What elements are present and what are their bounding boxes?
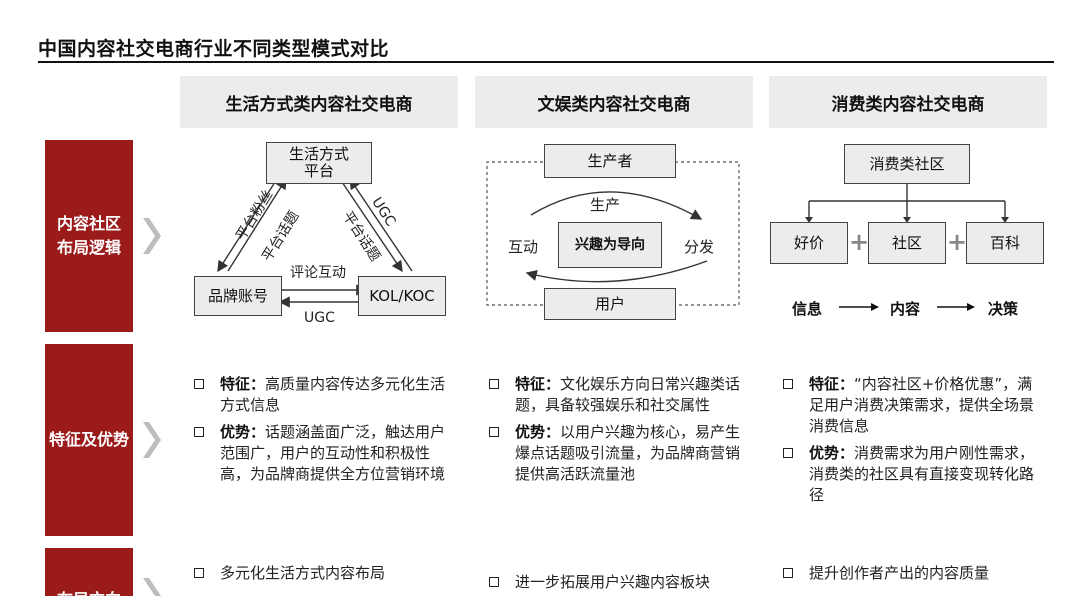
checkbox-square-icon	[489, 577, 499, 587]
flow-decision: 决策	[988, 300, 1019, 318]
row-label-line: 布局方向	[57, 588, 121, 596]
interest-oriented-box: 兴趣为导向	[558, 222, 662, 268]
features-consumption: 特征：“内容社区+价格优惠”，满足用户消费决策需求，提供全场景消费信息 优势：消…	[783, 374, 1045, 512]
row-label-line: 布局逻辑	[56, 238, 121, 257]
ugc-bottom-label: UGC	[304, 310, 335, 326]
checkbox-square-icon	[489, 427, 499, 437]
row-label-features: 特征及优势	[45, 344, 133, 536]
checkbox-square-icon	[194, 568, 204, 578]
list-item: 优势：话题涵盖面广泛，触达用户范围广，用户的互动性和积极性高，为品牌商提供全方位…	[194, 422, 456, 485]
direction-entertainment: 进一步拓展用户兴趣内容板块	[489, 572, 751, 596]
checkbox-square-icon	[783, 448, 793, 458]
list-item: 多元化生活方式内容布局	[194, 563, 456, 584]
good-price-box: 好价	[770, 222, 848, 264]
feature-text: 以用户兴趣为核心，易产生爆点话题吸引流量，为品牌商营销提供高活跃流量池	[515, 423, 741, 483]
chevron-right-icon	[143, 422, 161, 458]
feature-text: 高质量内容传达多元化生活方式信息	[220, 375, 446, 414]
consumption-diagram-lines	[805, 183, 1009, 311]
chevron-right-icon	[143, 578, 161, 596]
page-title: 中国内容社交电商行业不同类型模式对比	[38, 38, 390, 60]
feature-text: 话题涵盖面广泛，触达用户范围广，用户的互动性和积极性高，为品牌商提供全方位营销环…	[220, 423, 446, 483]
features-lifestyle: 特征：高质量内容传达多元化生活方式信息 优势：话题涵盖面广泛，触达用户范围广，用…	[194, 374, 456, 491]
feature-text: 消费需求为用户刚性需求，消费类的社区具有直接变现转化路径	[809, 444, 1035, 504]
column-header-entertainment: 文娱类内容社交电商	[475, 76, 753, 128]
lifestyle-diagram-arrows	[217, 177, 413, 308]
list-item: 优势：消费需求为用户刚性需求，消费类的社区具有直接变现转化路径	[783, 443, 1045, 506]
community-box: 社区	[868, 222, 946, 264]
list-item: 进一步拓展用户兴趣内容板块	[489, 572, 751, 593]
checkbox-square-icon	[194, 379, 204, 389]
list-item: 特征：高质量内容传达多元化生活方式信息	[194, 374, 456, 416]
box-label: 生活方式	[288, 145, 349, 163]
consumption-community-box: 消费类社区	[844, 144, 970, 184]
row-label-direction: 布局方向	[45, 548, 133, 596]
plus-icon: +	[947, 228, 968, 256]
list-item: 特征：“内容社区+价格优惠”，满足用户消费决策需求，提供全场景消费信息	[783, 374, 1045, 437]
feature-text: 文化娱乐方向日常兴趣类话题，具备较强娱乐和社交属性	[515, 375, 741, 414]
list-item: 优势：以用户兴趣为核心，易产生爆点话题吸引流量，为品牌商营销提供高活跃流量池	[489, 422, 751, 485]
distribute-label: 分发	[684, 238, 715, 256]
feature-text: “内容社区+价格优惠”，满足用户消费决策需求，提供全场景消费信息	[809, 375, 1035, 435]
column-header-lifestyle: 生活方式类内容社交电商	[180, 76, 458, 128]
list-item: 特征：文化娱乐方向日常兴趣类话题，具备较强娱乐和社交属性	[489, 374, 751, 416]
row-label-line: 内容社区	[56, 214, 121, 233]
flow-content: 内容	[890, 300, 921, 318]
feature-key: 特征：	[220, 375, 266, 393]
row-label-community-logic: 内容社区布局逻辑	[45, 140, 133, 332]
direction-lifestyle: 多元化生活方式内容布局	[194, 563, 456, 590]
kol-koc-box: KOL/KOC	[358, 276, 446, 316]
comment-interaction-label: 评论互动	[290, 265, 346, 281]
produce-label: 生产	[590, 196, 621, 214]
title-divider	[38, 61, 1054, 63]
checkbox-square-icon	[783, 379, 793, 389]
list-item: 提升创作者产出的内容质量	[783, 563, 1045, 584]
feature-key: 特征：	[515, 375, 561, 393]
column-header-consumption: 消费类内容社交电商	[769, 76, 1047, 128]
checkbox-square-icon	[194, 427, 204, 437]
wiki-box: 百科	[966, 222, 1044, 264]
checkbox-square-icon	[489, 379, 499, 389]
features-entertainment: 特征：文化娱乐方向日常兴趣类话题，具备较强娱乐和社交属性 优势：以用户兴趣为核心…	[489, 374, 751, 491]
brand-account-box: 品牌账号	[194, 276, 282, 316]
feature-key: 优势：	[515, 423, 561, 441]
direction-text: 提升创作者产出的内容质量	[809, 564, 990, 582]
entertainment-diagram-lines	[486, 161, 740, 306]
plus-icon: +	[849, 228, 870, 256]
chevron-right-icon	[143, 218, 161, 254]
checkbox-square-icon	[783, 568, 793, 578]
interact-label: 互动	[508, 238, 539, 256]
direction-text: 多元化生活方式内容布局	[220, 564, 386, 582]
flow-information: 信息	[792, 300, 823, 318]
direction-consumption: 提升创作者产出的内容质量	[783, 563, 1045, 590]
row-label-line: 特征及优势	[48, 430, 129, 449]
producer-box: 生产者	[544, 144, 676, 178]
feature-key: 优势：	[809, 444, 855, 462]
feature-key: 特征：	[809, 375, 855, 393]
box-label: 平台	[303, 162, 334, 180]
direction-text: 进一步拓展用户兴趣内容板块	[515, 573, 711, 591]
user-box: 用户	[544, 288, 676, 320]
lifestyle-platform-box: 生活方式 平台	[266, 142, 372, 184]
feature-key: 优势：	[220, 423, 266, 441]
